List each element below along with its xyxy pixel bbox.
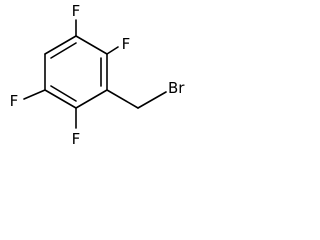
ring-bond-top-to-upper-right <box>75 35 108 55</box>
atom-label-f-bottom: F <box>72 130 81 148</box>
atom-label-f-top: F <box>72 2 81 20</box>
ring-bond-upper-left-to-top <box>44 35 77 55</box>
atom-label-br: Br <box>168 79 185 97</box>
bond-to-f-left <box>23 89 46 100</box>
ring-double-bond-upper-left <box>50 42 77 59</box>
atom-label-f-upper-right: F <box>122 35 131 53</box>
bond-to-f-upper-right <box>106 46 119 55</box>
ring-double-bond-lower-left <box>50 85 77 102</box>
atom-label-f-left: F <box>10 92 19 110</box>
ring-bond-lower-right-to-bottom <box>75 89 108 109</box>
bond-ch2-to-br <box>137 91 167 109</box>
bond-to-ch2 <box>106 89 139 109</box>
molecule-structure: F F F F Br <box>10 2 186 148</box>
ring-bond-bottom-to-lower-left <box>44 89 77 109</box>
